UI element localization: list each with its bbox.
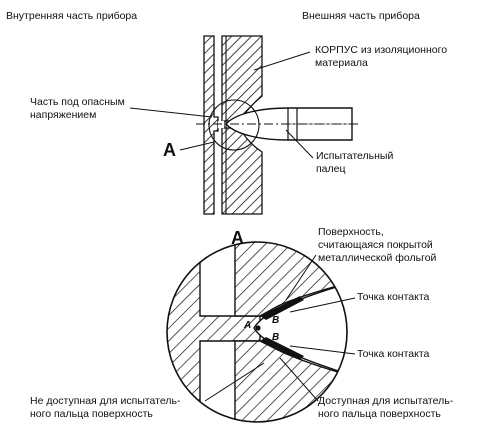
point-a-dot: [255, 325, 261, 331]
detail-a-circle: [208, 99, 260, 151]
label-accessible-2: ного пальца поверхность: [318, 408, 441, 420]
label-housing-2: материала: [315, 57, 368, 69]
label-surface-1: Поверхность,: [318, 226, 384, 238]
label-live-part-1: Часть под опасным: [30, 96, 125, 108]
label-contact-top: Точка контакта: [357, 291, 430, 303]
label-housing-1: КОРПУС из изоляционного: [315, 44, 448, 56]
label-detail-title: A: [231, 228, 244, 248]
detail-outline: [166, 241, 348, 423]
label-accessible-1: Доступная для испытатель-: [318, 395, 454, 407]
wall-section: [203, 35, 263, 215]
live-part-strip: [203, 35, 219, 215]
label-test-finger-2: палец: [316, 163, 346, 175]
label-surface-2: считающаяся покрытой: [318, 239, 433, 251]
label-not-accessible-2: ного пальца поверхность: [30, 408, 153, 420]
label-point-b-bottom: B: [272, 332, 280, 343]
label-point-b-top: B: [272, 315, 280, 326]
header-outer: Внешняя часть прибора: [302, 10, 420, 22]
label-live-part-2: напряжением: [30, 109, 97, 121]
label-detail-a-mark: A: [163, 140, 176, 160]
label-point-a: A: [244, 320, 252, 331]
label-test-finger-1: Испытательный: [316, 150, 394, 162]
label-contact-bottom: Точка контакта: [357, 348, 430, 360]
label-surface-3: металлической фольгой: [318, 252, 437, 264]
header-inner: Внутренняя часть прибора: [6, 10, 138, 22]
label-not-accessible-1: Не доступная для испытатель-: [30, 395, 181, 407]
